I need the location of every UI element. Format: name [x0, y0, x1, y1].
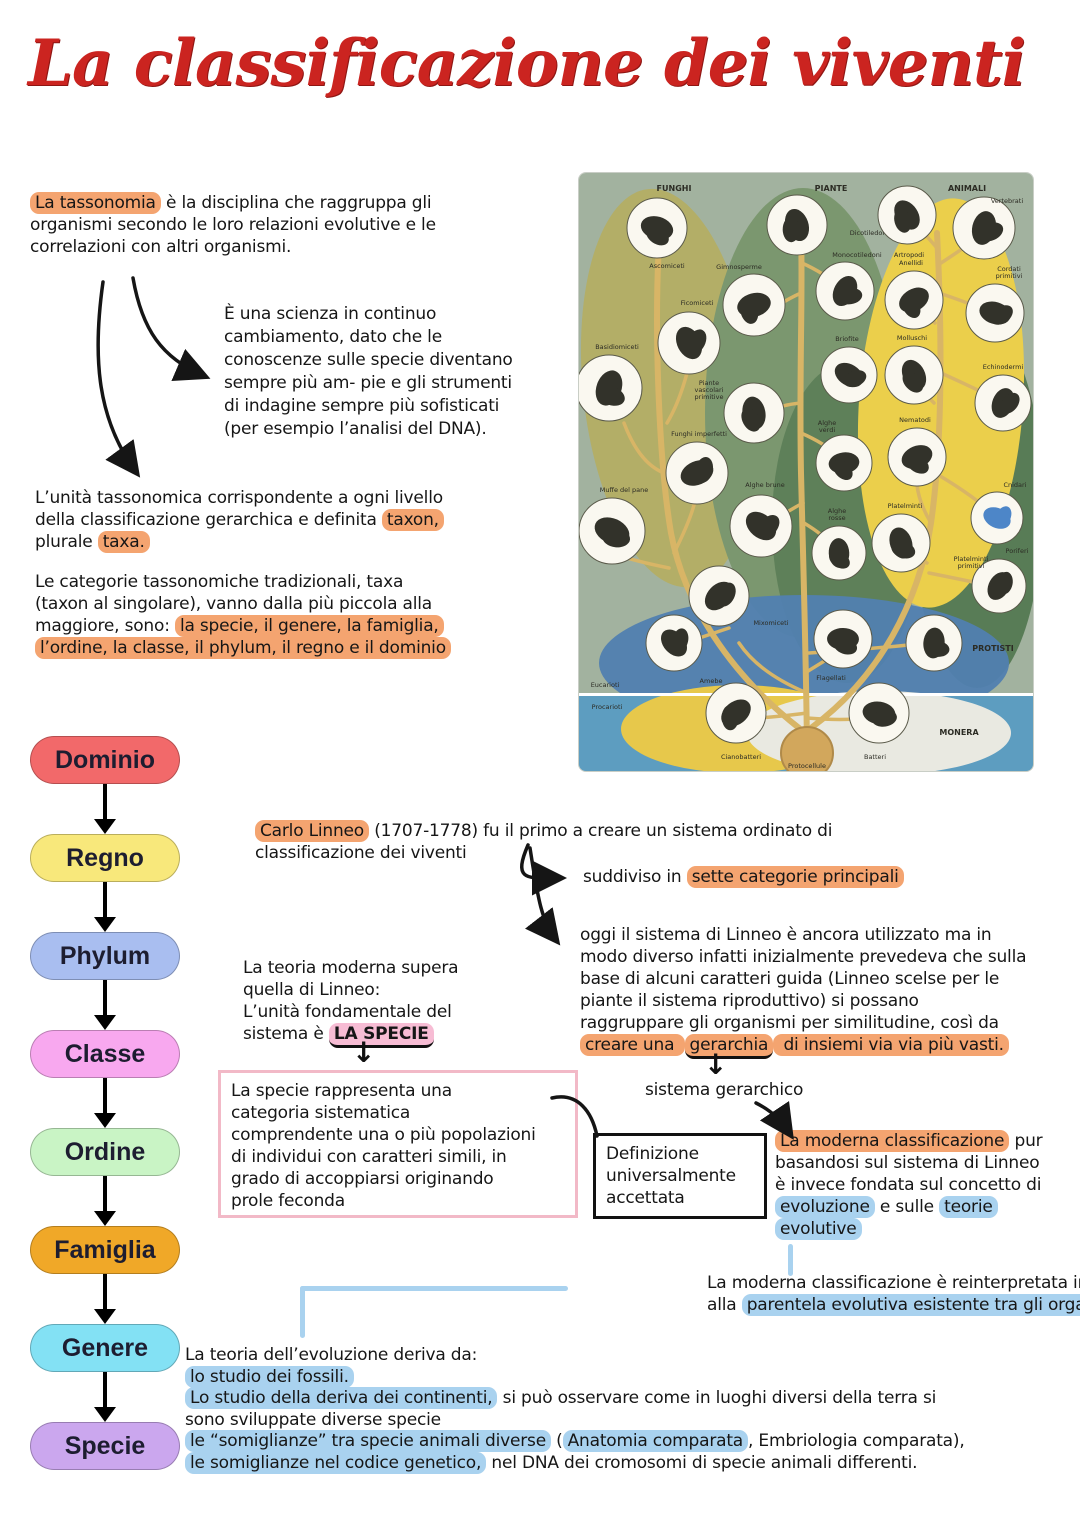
taxon-level-phylum: Phylum: [30, 932, 180, 980]
paragraph-categorie-tassonomiche: Le categorie tassonomiche tradizionali, …: [35, 571, 575, 659]
svg-text:Echinodermi: Echinodermi: [983, 363, 1024, 371]
svg-text:Protocellule: Protocellule: [788, 762, 826, 770]
arrow-to-unita: [96, 280, 141, 478]
taxon-level-famiglia: Famiglia: [30, 1226, 180, 1274]
paragraph-tassonomia: La tassonomia è la disciplina che raggru…: [30, 192, 436, 257]
svg-text:FUNGHI: FUNGHI: [657, 184, 692, 193]
svg-text:Vertebrati: Vertebrati: [991, 197, 1023, 205]
flow-arrow-icon: [94, 1078, 116, 1128]
svg-text:Muffe del pane: Muffe del pane: [600, 486, 649, 494]
taxon-level-dominio: Dominio: [30, 736, 180, 784]
svg-text:Funghi imperfetti: Funghi imperfetti: [671, 430, 727, 438]
svg-text:Procarioti: Procarioti: [592, 703, 623, 711]
flow-arrow-icon: [94, 882, 116, 932]
svg-text:Mixomiceti: Mixomiceti: [753, 619, 788, 627]
svg-text:Anellidi: Anellidi: [899, 259, 923, 267]
label-sistema-gerarchico: sistema gerarchico: [645, 1080, 804, 1100]
paragraph-unita-tassonomica: L’unità tassonomica corrispondente a ogn…: [35, 488, 444, 553]
connector-line: [300, 1286, 305, 1338]
protocellule-circle: [780, 726, 834, 771]
svg-text:Platelminti: Platelminti: [888, 502, 923, 510]
svg-text:PROTISTI: PROTISTI: [972, 644, 1013, 653]
taxon-level-specie: Specie: [30, 1422, 180, 1470]
svg-text:Ascomiceti: Ascomiceti: [649, 262, 685, 270]
tree-organism-nodes: FUNGHI PIANTE ANIMALI PROTISTI MONERA Eucario…: [579, 184, 1032, 770]
svg-text:ANIMALI: ANIMALI: [948, 184, 986, 193]
paragraph-sistema-linneo-oggi: oggi il sistema di Linneo è ancora utili…: [580, 924, 1060, 1059]
connector-line: [788, 1244, 793, 1276]
paragraph-teoria-evoluzione: La teoria dell’evoluzione deriva da:lo s…: [185, 1345, 965, 1474]
svg-text:MONERA: MONERA: [939, 728, 979, 737]
arrow-to-scienza: [131, 276, 211, 382]
paragraph-reinterpretata: La moderna classificazione è reinterpret…: [707, 1272, 1080, 1316]
flow-arrow-icon: [94, 980, 116, 1030]
label-sette-categorie: suddiviso in sette categorie principali: [583, 866, 1013, 888]
taxon-level-regno: Regno: [30, 834, 180, 882]
taxon-level-ordine: Ordine: [30, 1128, 180, 1176]
flow-arrow-icon: [94, 1176, 116, 1226]
svg-text:Gimnosperme: Gimnosperme: [716, 263, 762, 271]
svg-text:PIANTE: PIANTE: [815, 184, 848, 193]
svg-text:Briofite: Briofite: [835, 335, 859, 343]
svg-text:Basidiomiceti: Basidiomiceti: [595, 343, 639, 351]
svg-text:Monocotiledoni: Monocotiledoni: [832, 251, 882, 259]
svg-text:Alghe brune: Alghe brune: [745, 481, 785, 489]
svg-text:Artropodi: Artropodi: [894, 251, 924, 259]
svg-text:Nematodi: Nematodi: [899, 416, 931, 424]
svg-text:Cnidari: Cnidari: [1003, 481, 1026, 489]
connector-line: [300, 1286, 568, 1291]
flow-arrow-icon: [94, 784, 116, 834]
svg-text:Dicotiledoni: Dicotiledoni: [850, 229, 889, 237]
down-arrow-icon: ↓: [352, 1036, 376, 1069]
flow-arrow-icon: [94, 1274, 116, 1324]
svg-text:Eucarioti: Eucarioti: [591, 681, 620, 689]
svg-text:Poriferi: Poriferi: [1006, 547, 1029, 555]
svg-text:Batteri: Batteri: [864, 753, 886, 761]
taxon-level-classe: Classe: [30, 1030, 180, 1078]
svg-text:Amebe: Amebe: [700, 677, 723, 685]
down-arrow-icon: ↓: [704, 1048, 728, 1081]
svg-text:Ficomiceti: Ficomiceti: [681, 299, 714, 307]
taxon-level-genere: Genere: [30, 1324, 180, 1372]
page-title: La classificazione dei viventi: [28, 26, 1026, 101]
svg-text:Molluschi: Molluschi: [897, 334, 927, 342]
flow-arrow-icon: [94, 1372, 116, 1422]
svg-text:Flagellati: Flagellati: [816, 674, 846, 682]
svg-text:Cianobatteri: Cianobatteri: [721, 753, 761, 761]
paragraph-carlo-linneo: Carlo Linneo (1707-1778) fu il primo a c…: [255, 820, 833, 863]
phylogenetic-tree-image: FUNGHI PIANTE ANIMALI PROTISTI MONERA Eucario…: [578, 172, 1034, 772]
